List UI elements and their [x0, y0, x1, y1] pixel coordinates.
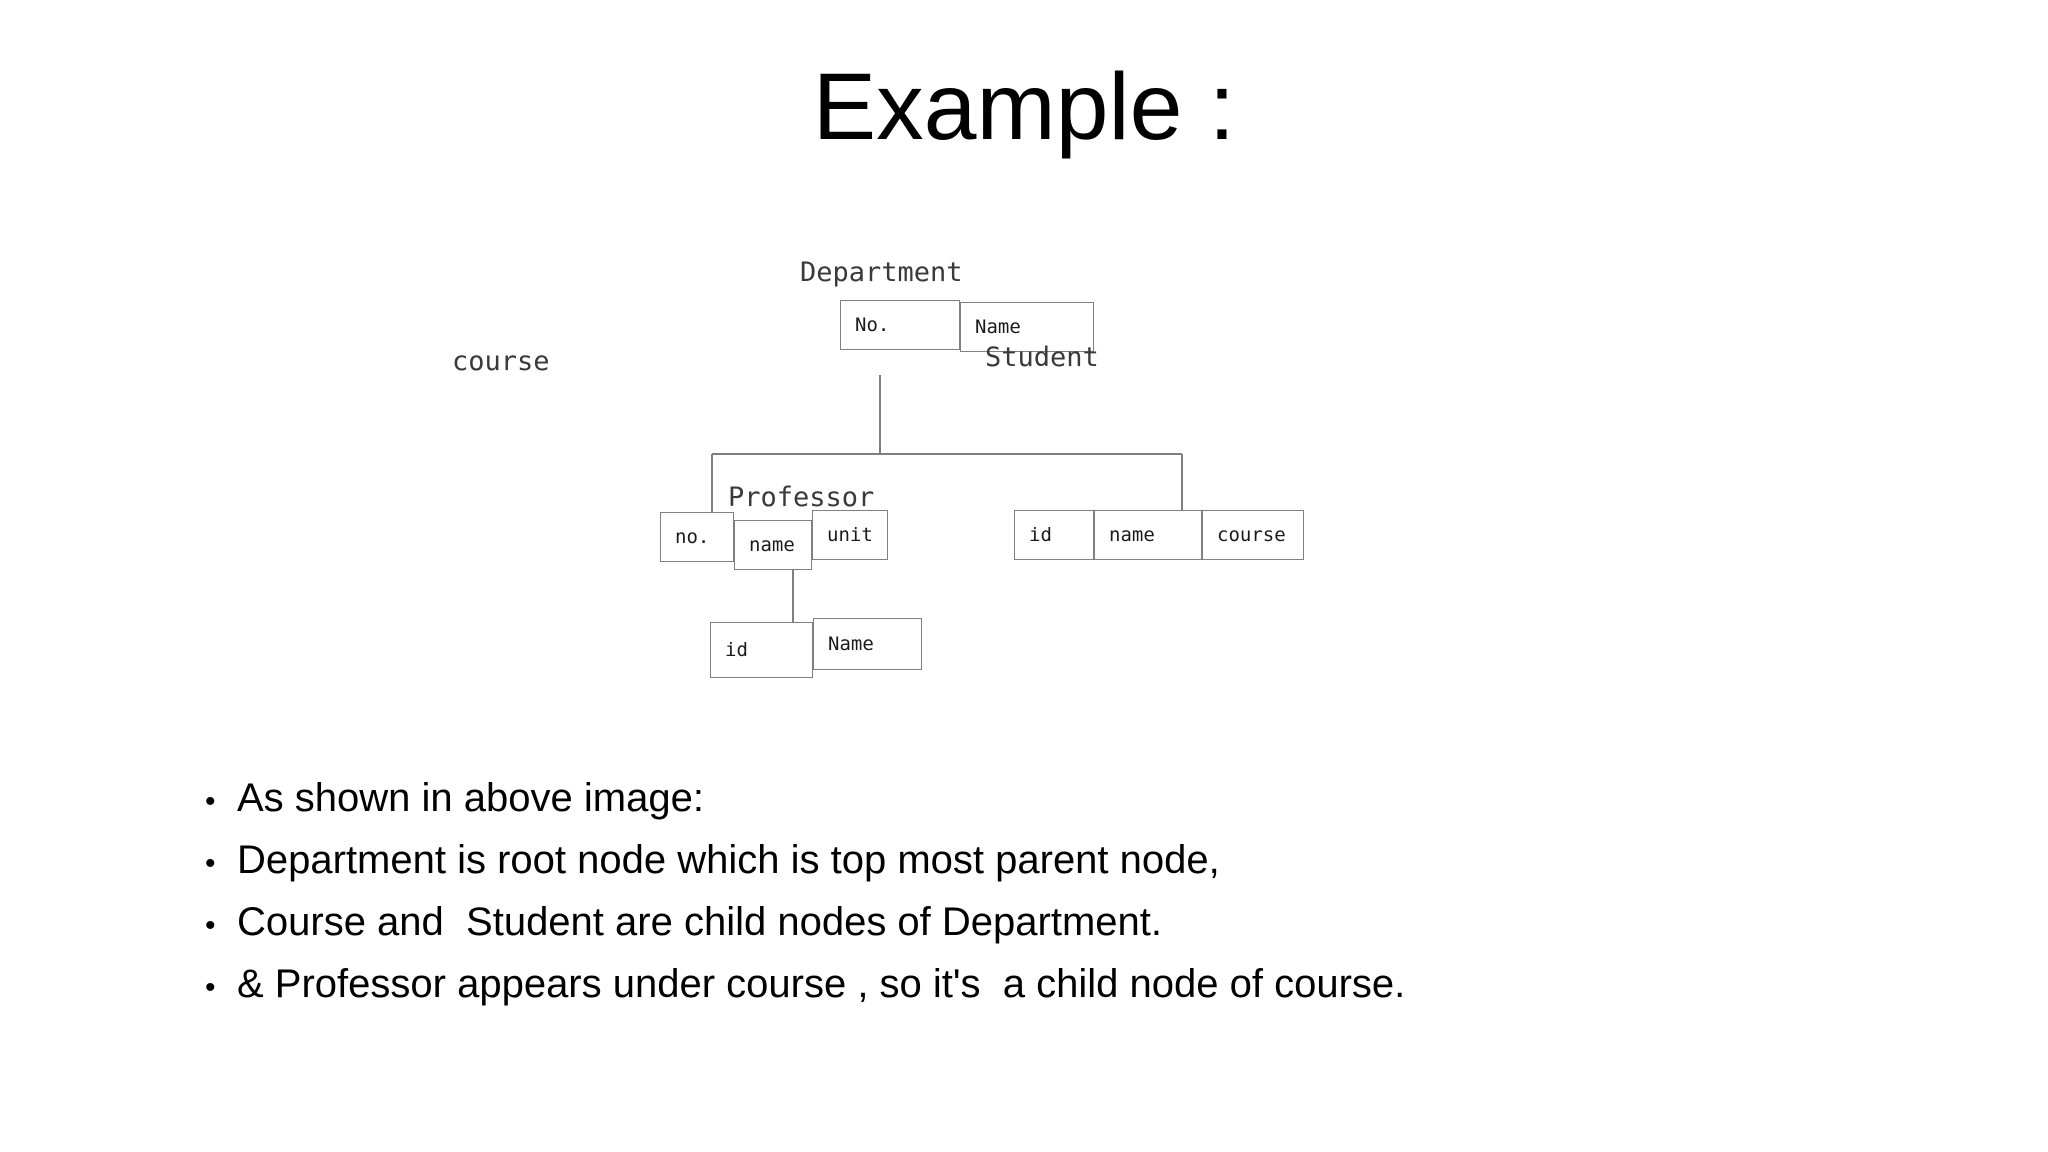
- list-item: • & Professor appears under course , so …: [205, 964, 1905, 1026]
- node-course[interactable]: no. name unit: [660, 510, 896, 570]
- list-item: • Department is root node which is top m…: [205, 840, 1905, 902]
- bullet-icon: •: [205, 785, 216, 818]
- bullet-list: • As shown in above image: • Department …: [205, 778, 1905, 1026]
- bullet-icon: •: [205, 847, 216, 880]
- node-student-field-id: id: [1014, 510, 1094, 560]
- node-student-field-course: course: [1202, 510, 1304, 560]
- node-course-field-name: name: [734, 520, 812, 570]
- bullet-text: As shown in above image:: [237, 776, 704, 820]
- node-label-student: Student: [985, 342, 1099, 373]
- node-course-field-unit: unit: [812, 510, 888, 560]
- node-professor[interactable]: id Name: [710, 618, 922, 678]
- bullet-text: & Professor appears under course , so it…: [237, 962, 1406, 1006]
- bullet-text: Department is root node which is top mos…: [237, 838, 1220, 882]
- node-label-professor: Professor: [728, 482, 875, 513]
- bullet-text: Course and Student are child nodes of De…: [237, 900, 1162, 944]
- node-student[interactable]: id name course: [1014, 510, 1304, 560]
- list-item: • Course and Student are child nodes of …: [205, 902, 1905, 964]
- node-department-field-name: Name: [960, 302, 1094, 352]
- node-department-field-no: No.: [840, 300, 960, 350]
- node-student-field-name: name: [1094, 510, 1202, 560]
- bullet-icon: •: [205, 971, 216, 1004]
- hierarchical-model-diagram: Department No. Name course no. name unit…: [452, 240, 1520, 700]
- bullet-icon: •: [205, 909, 216, 942]
- list-item: • As shown in above image:: [205, 778, 1905, 840]
- node-label-department: Department: [800, 257, 963, 288]
- node-professor-field-id: id: [710, 622, 813, 678]
- diagram-connector-lines: [711, 375, 1183, 622]
- node-professor-field-name: Name: [813, 618, 922, 670]
- node-department[interactable]: No. Name: [840, 300, 1094, 352]
- node-course-field-no: no.: [660, 512, 734, 562]
- page-title: Example :: [812, 54, 1236, 160]
- node-label-course: course: [452, 346, 550, 377]
